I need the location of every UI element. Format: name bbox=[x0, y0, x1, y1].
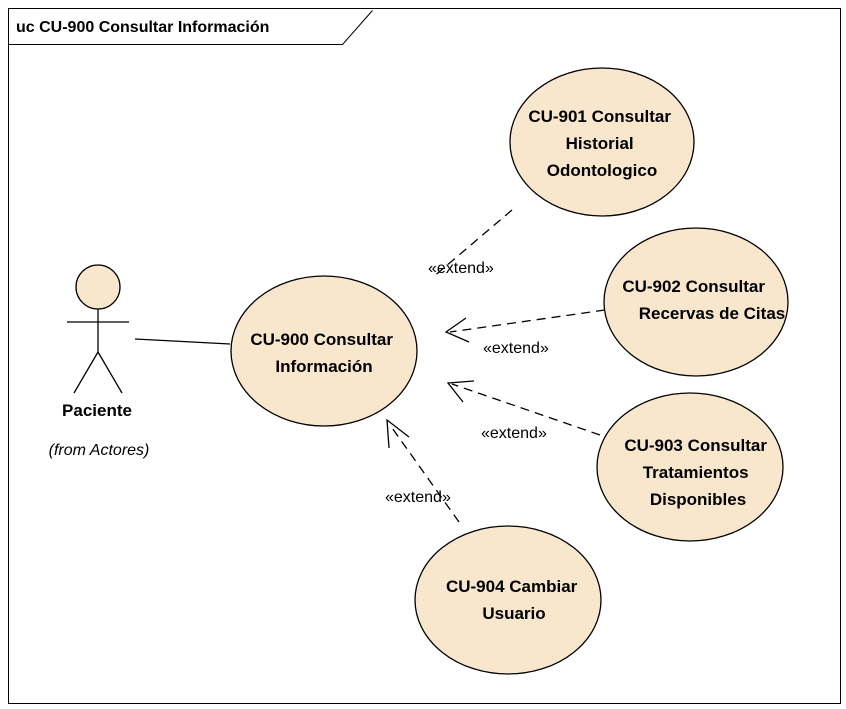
actor-name: Paciente bbox=[62, 401, 132, 420]
use-case-ellipse bbox=[509, 67, 695, 217]
extend-relation-cu902: «extend» bbox=[444, 309, 606, 357]
frame-title-tab bbox=[8, 10, 373, 45]
actor-leg-left bbox=[73, 351, 99, 394]
extend-relation-cu903: «extend» bbox=[446, 380, 601, 442]
use-case-cu900[interactable]: CU-900 Consultar Información bbox=[230, 275, 418, 427]
use-case-label: CU-904 Cambiar Usuario bbox=[446, 577, 582, 623]
use-case-label-line: Tratamientos bbox=[643, 463, 749, 482]
use-case-label-line: CU-902 Consultar bbox=[622, 277, 765, 296]
actor-leg-right bbox=[97, 351, 123, 394]
extend-line bbox=[451, 383, 601, 436]
arrow-head bbox=[446, 380, 475, 403]
use-case-label: CU-903 Consultar Tratamientos Disponible… bbox=[624, 436, 771, 509]
use-case-label-line: CU-900 Consultar bbox=[250, 330, 393, 349]
extend-line bbox=[389, 424, 460, 523]
extend-label: «extend» bbox=[483, 340, 549, 357]
use-case-label-line: Historial bbox=[566, 134, 634, 153]
use-case-ellipse bbox=[596, 392, 784, 542]
extend-relation-cu901: «extend» bbox=[428, 209, 513, 279]
diagram-frame bbox=[8, 8, 841, 704]
use-case-label-line: CU-904 Cambiar bbox=[446, 577, 578, 596]
extend-label: «extend» bbox=[428, 260, 494, 277]
use-case-label: CU-902 Consultar Recervas de Citas bbox=[622, 277, 785, 323]
use-case-label: CU-901 Consultar Historial Odontologico bbox=[528, 107, 675, 180]
use-case-ellipse bbox=[603, 227, 789, 377]
use-case-cu901[interactable]: CU-901 Consultar Historial Odontologico bbox=[509, 67, 695, 217]
extend-label: «extend» bbox=[481, 425, 547, 442]
extend-label: «extend» bbox=[385, 489, 451, 506]
use-case-label-line: Disponibles bbox=[650, 490, 746, 509]
extend-line bbox=[449, 309, 606, 333]
extend-relation-cu904: «extend» bbox=[385, 418, 460, 523]
use-case-cu902[interactable]: CU-902 Consultar Recervas de Citas bbox=[603, 227, 789, 377]
use-case-label-line: CU-903 Consultar bbox=[624, 436, 767, 455]
use-case-ellipse bbox=[414, 525, 602, 675]
extend-line bbox=[431, 209, 513, 279]
actor-package: (from Actores) bbox=[49, 442, 150, 459]
arrow-head bbox=[386, 418, 410, 449]
use-case-label-line: CU-901 Consultar bbox=[528, 107, 671, 126]
use-case-label: CU-900 Consultar Información bbox=[250, 330, 397, 376]
use-case-cu904[interactable]: CU-904 Cambiar Usuario bbox=[414, 525, 602, 675]
actor-paciente[interactable]: Paciente (from Actores) bbox=[49, 264, 150, 459]
use-case-label-line: Recervas de Citas bbox=[639, 304, 785, 323]
association-line bbox=[134, 338, 231, 345]
use-case-label-line: Odontologico bbox=[547, 161, 657, 180]
frame-title: uc CU-900 Consultar Información bbox=[16, 19, 269, 36]
arrow-head bbox=[444, 317, 470, 343]
use-case-label-line: Información bbox=[275, 357, 372, 376]
actor-head bbox=[75, 264, 121, 310]
use-case-ellipse bbox=[230, 275, 418, 427]
use-case-label-line: Usuario bbox=[482, 604, 545, 623]
use-case-cu903[interactable]: CU-903 Consultar Tratamientos Disponible… bbox=[596, 392, 784, 542]
